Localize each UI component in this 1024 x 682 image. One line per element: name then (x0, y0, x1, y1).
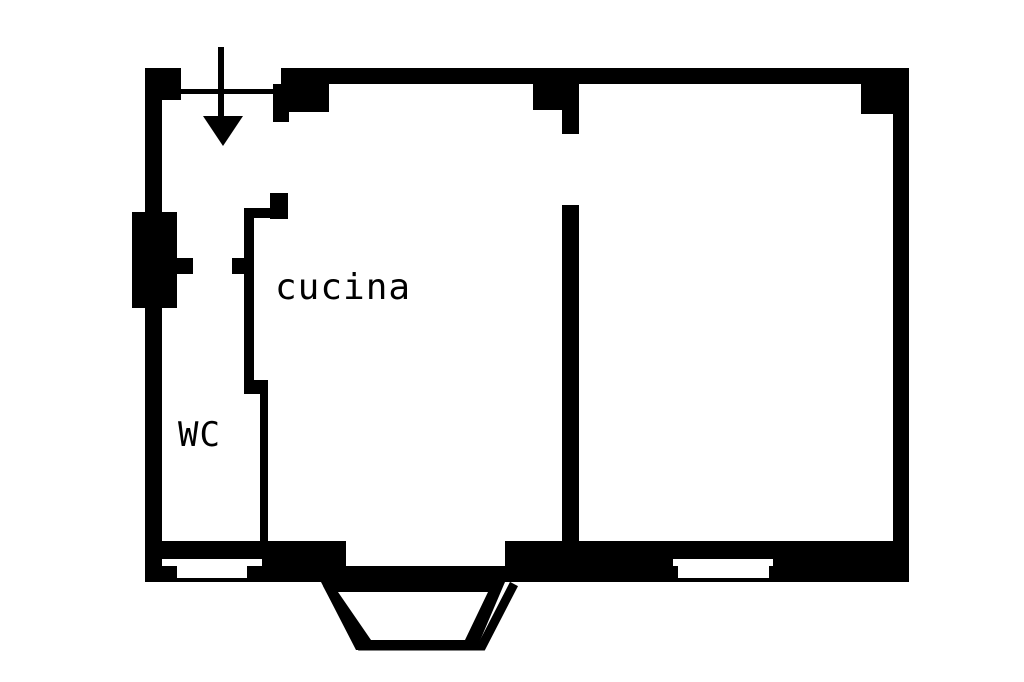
wall-right (893, 68, 909, 582)
room-label-kitchen: cucina (275, 267, 412, 308)
window-wc (177, 560, 247, 578)
wall-bottom-pillar-middle (505, 541, 673, 582)
partition-vertical-upper (244, 208, 254, 392)
wall-bottom-pillar-left (262, 541, 346, 582)
interior-wall-upper-stub (562, 84, 579, 134)
walls (132, 68, 909, 582)
partition-door-jamb (232, 258, 254, 274)
entrance-arrow-icon (203, 47, 243, 146)
wall-left-pillar (132, 212, 177, 308)
partition-top-return (246, 208, 288, 218)
entrance-threshold (181, 89, 281, 94)
windows (177, 560, 769, 578)
room-label-wc: WC (178, 415, 221, 455)
bay-window-frame (323, 581, 518, 651)
wall-bottom-left-segment (162, 541, 262, 559)
wall-bottom-pillar-right (773, 541, 909, 582)
bay-window (323, 581, 518, 651)
partition-vertical-lower (260, 380, 268, 545)
interior-wall-main (562, 205, 579, 545)
wall-top (281, 68, 909, 84)
wall-bottom-right-segment (673, 541, 773, 559)
bay-window-outline (321, 582, 505, 650)
wall-left (145, 68, 162, 582)
window-room (678, 560, 769, 578)
wall-top-jamb (273, 84, 289, 122)
wall-left-door-jamb (177, 258, 193, 274)
